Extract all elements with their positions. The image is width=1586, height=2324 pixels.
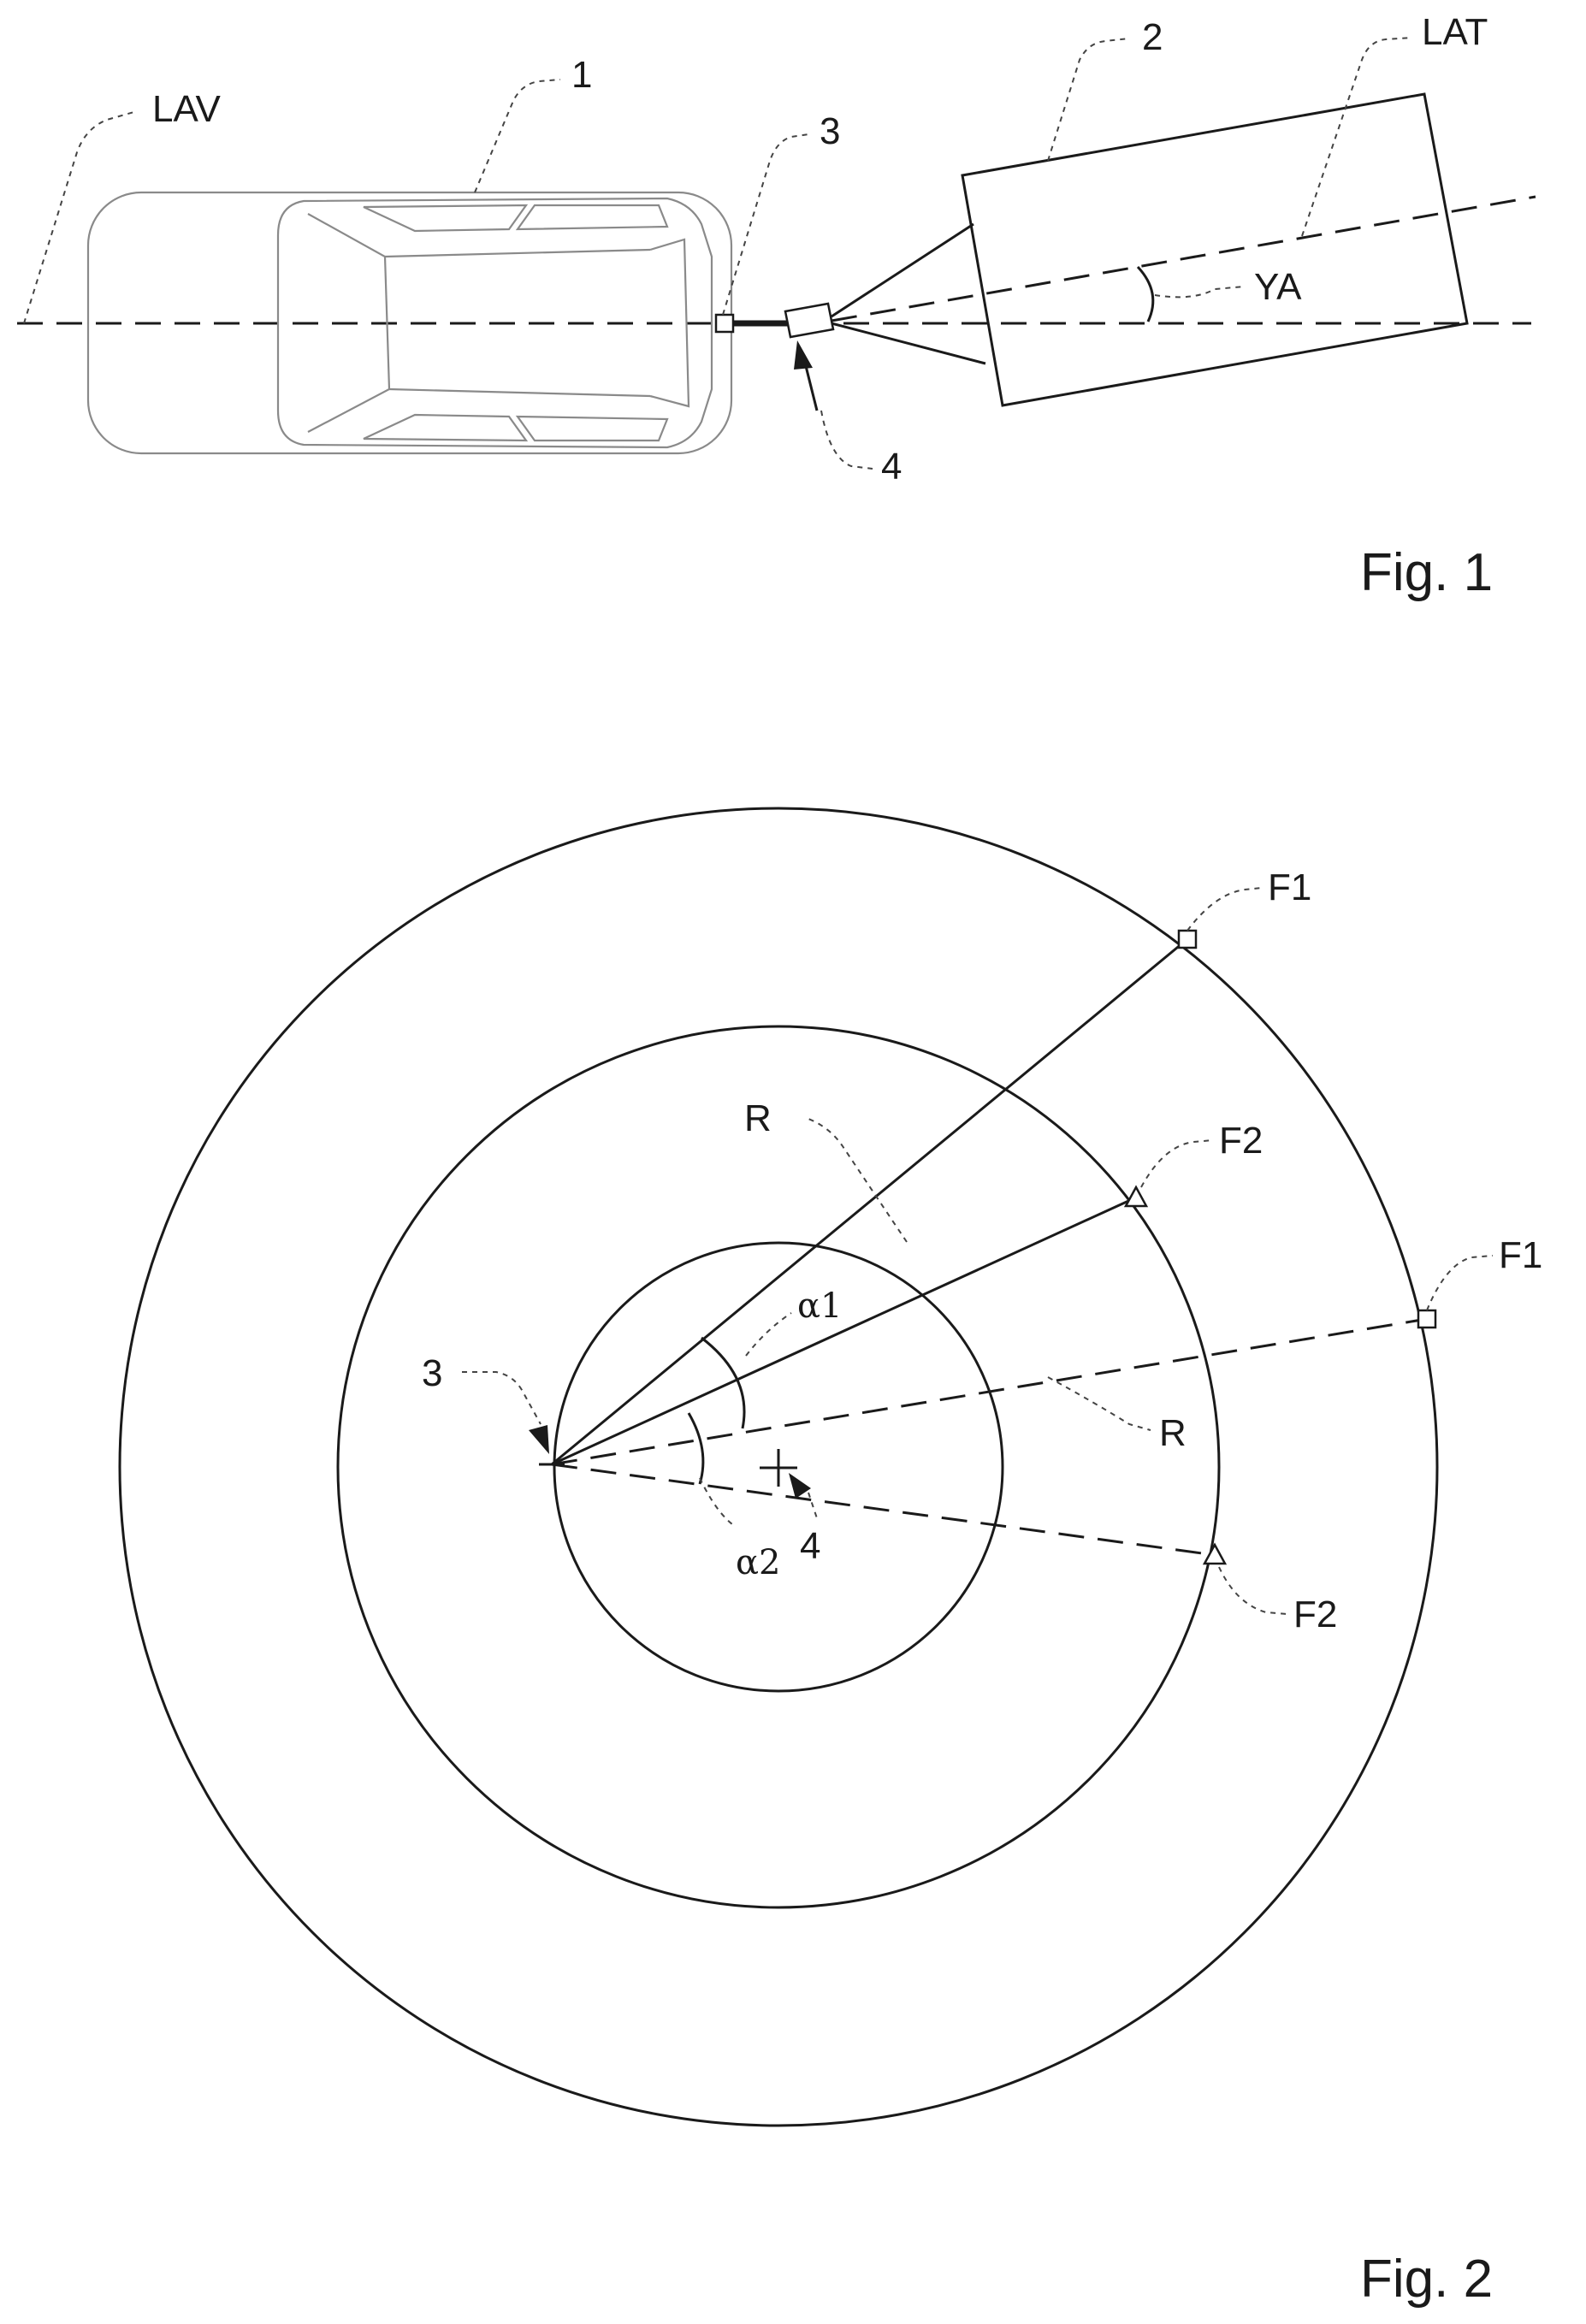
f2-upper-label: F2 <box>1219 1120 1263 1162</box>
figure-2-caption: Fig. 2 <box>1360 2250 1493 2309</box>
alpha1-label: α1 <box>797 1286 842 1326</box>
f1-lower-marker <box>1418 1310 1435 1328</box>
alpha2-label: α2 <box>736 1543 780 1582</box>
f1-upper-label: F1 <box>1268 866 1311 908</box>
hitch-leader <box>723 134 808 315</box>
yaw-angle-label: YA <box>1254 266 1302 308</box>
r-lower-leader <box>1048 1377 1151 1430</box>
lav-leader <box>24 111 137 323</box>
ray-to-f2-solid <box>552 1197 1136 1464</box>
lav-label: LAV <box>152 88 222 130</box>
alpha2-leader <box>700 1478 736 1527</box>
trailer-label: 2 <box>1142 16 1163 58</box>
sensor-unit <box>785 304 833 337</box>
f2-upper-leader <box>1141 1140 1213 1187</box>
hitch-label: 3 <box>820 110 840 152</box>
r-upper-label: R <box>744 1097 772 1139</box>
figure-1-caption: Fig. 1 <box>1360 543 1493 602</box>
ray-to-f2-dashed <box>552 1464 1215 1555</box>
f2-lower-leader <box>1219 1567 1287 1614</box>
vehicle-label: 1 <box>571 54 592 96</box>
lat-leader <box>1302 38 1411 236</box>
alpha1-arc <box>701 1338 744 1428</box>
lat-label: LAT <box>1422 11 1488 53</box>
f1-lower-leader <box>1427 1256 1493 1310</box>
ray-to-f1-dashed <box>552 1319 1427 1464</box>
hitch-arrowhead-fig2 <box>529 1425 549 1454</box>
yaw-angle-arc <box>1138 267 1153 322</box>
yaw-angle-leader <box>1155 287 1245 297</box>
alpha1-leader <box>746 1313 791 1356</box>
f2-lower-label: F2 <box>1293 1594 1337 1635</box>
vehicle-leader <box>475 80 560 192</box>
sensor-arrowhead-fig2 <box>789 1473 811 1499</box>
ray-to-f1-solid <box>552 939 1187 1464</box>
sensor-label-fig2: 4 <box>800 1525 820 1567</box>
r-upper-leader <box>808 1119 907 1242</box>
hitch-point-marker <box>716 315 733 332</box>
trailer <box>831 94 1467 405</box>
hitch-label-fig2: 3 <box>422 1352 442 1394</box>
sensor-leader-fig2 <box>808 1493 817 1518</box>
alpha2-arc <box>689 1413 703 1484</box>
figure-2: F1 F2 F1 F2 R R α1 α2 3 4 Fig. 2 <box>120 808 1542 2309</box>
trailer-leader <box>1048 38 1129 161</box>
f2-upper-marker <box>1126 1187 1146 1206</box>
r-lower-label: R <box>1159 1412 1187 1454</box>
f2-lower-marker <box>1204 1545 1225 1564</box>
hitch-leader-fig2 <box>462 1372 541 1424</box>
f1-lower-label: F1 <box>1499 1234 1542 1276</box>
f1-upper-leader <box>1187 888 1262 931</box>
sensor-label: 4 <box>881 446 902 488</box>
trailer-longitudinal-axis <box>831 197 1536 321</box>
f1-upper-marker <box>1179 931 1196 948</box>
sensor-arrowhead <box>794 340 813 370</box>
figure-1: LAV 1 3 2 LAT YA 4 Fig. 1 <box>17 11 1536 602</box>
sensor-leader <box>821 411 873 469</box>
